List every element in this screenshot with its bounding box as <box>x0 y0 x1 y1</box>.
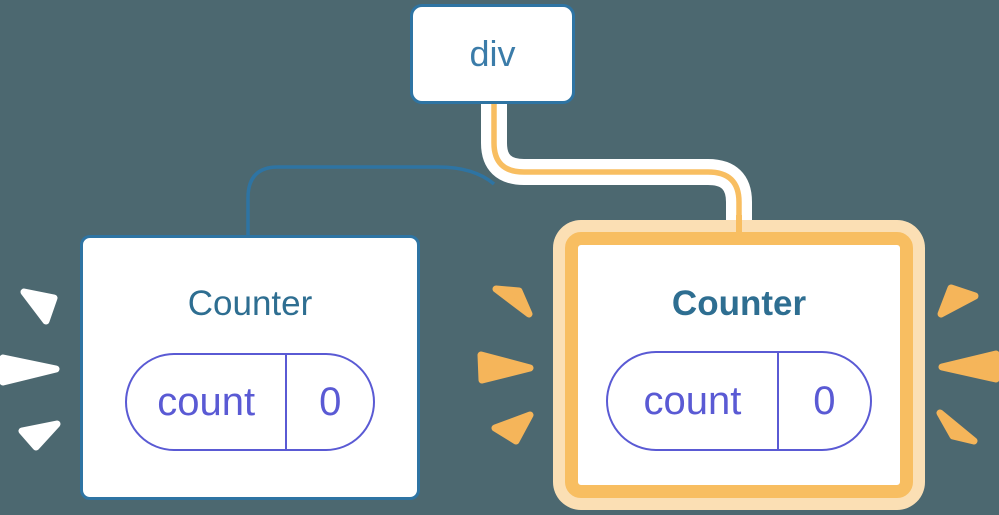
spark-icon <box>491 411 534 445</box>
connector-right-branch <box>491 98 742 232</box>
root-node: div <box>410 4 575 104</box>
state-value: 0 <box>319 379 342 424</box>
spark-burst-right-orange <box>936 284 999 445</box>
spark-icon <box>0 354 60 386</box>
spark-icon <box>937 284 979 318</box>
spark-icon <box>20 288 58 325</box>
component-title: Counter <box>187 284 313 323</box>
connector-left-branch <box>246 165 496 237</box>
spark-burst-left-white <box>0 288 61 451</box>
component-card-right-highlighted: Counter count 0 <box>565 232 913 498</box>
state-pill: count 0 <box>125 353 375 451</box>
spark-icon <box>18 420 61 451</box>
component-card-left: Counter count 0 <box>80 235 420 500</box>
connector-right-branch-end <box>736 215 742 233</box>
spark-icon <box>477 351 534 384</box>
spark-burst-middle-orange <box>477 285 534 445</box>
spark-icon <box>936 409 978 445</box>
root-node-label: div <box>469 33 516 74</box>
component-title: Counter <box>671 284 807 323</box>
state-value: 0 <box>813 378 836 423</box>
connector-right-branch-casing <box>481 100 752 228</box>
state-key: count <box>127 355 288 449</box>
spark-icon <box>938 350 999 383</box>
spark-icon <box>492 285 533 318</box>
state-key: count <box>608 353 779 449</box>
state-pill: count 0 <box>606 351 872 451</box>
